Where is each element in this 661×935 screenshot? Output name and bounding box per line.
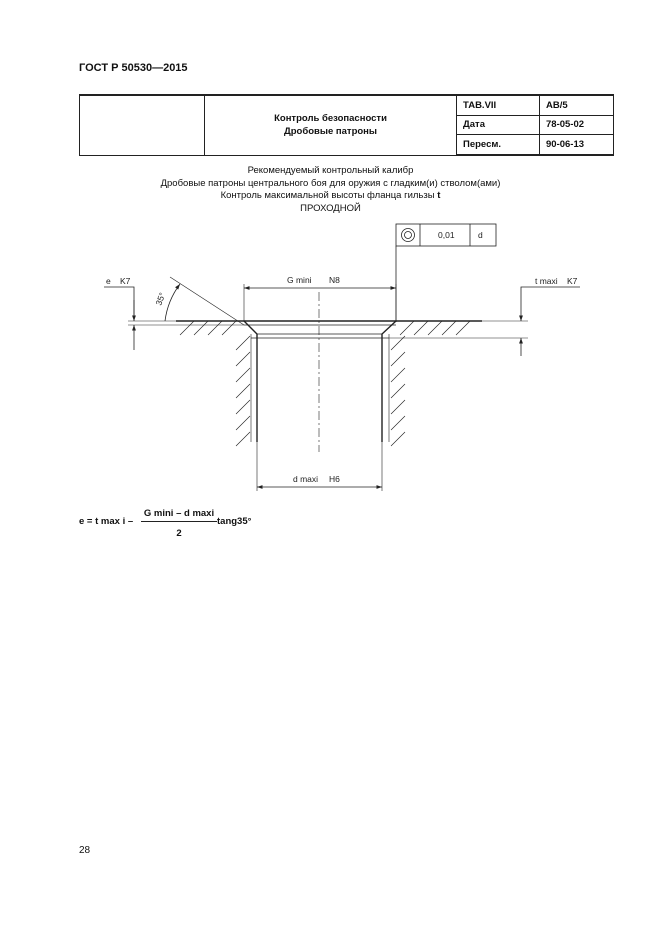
header-title-line2: Дробовые патроны: [283, 126, 378, 138]
formula-denominator: 2: [176, 528, 182, 539]
caption-line4: ПРОХОДНОЙ: [300, 202, 361, 214]
label-t-tol: K7: [567, 276, 578, 286]
page-number: 28: [79, 845, 91, 856]
tolerance-datum: d: [478, 230, 483, 240]
caption-symbol-t: t: [437, 190, 441, 201]
t-dimension: [389, 286, 580, 356]
header-table: Контроль безопасности Дробовые патроны Т…: [79, 93, 614, 157]
e-dimension: [104, 286, 244, 350]
tolerance-value: 0,01: [438, 230, 455, 240]
concentricity-icon: [401, 228, 415, 242]
caption-line1: Рекомендуемый контрольный калибр: [247, 165, 414, 176]
header-title-line1: Контроль безопасности: [274, 113, 387, 125]
g-mini-dimension: [243, 284, 397, 321]
formula-right: tang35°: [217, 516, 252, 527]
header-value-revised: 90-06-13: [539, 134, 614, 157]
caption-line3: Контроль максимальной высоты фланца гиль…: [220, 190, 441, 201]
label-d-tol: H6: [329, 474, 340, 484]
drawing-caption: Рекомендуемый контрольный калибр Дробовы…: [0, 165, 661, 215]
label-d-maxi: d maxi: [293, 474, 318, 484]
label-g-mini: G mini: [287, 275, 312, 285]
formula-left: e = t max i –: [79, 516, 134, 527]
caption-line2: Дробовые патроны центрального боя для ор…: [160, 177, 501, 189]
label-e: e: [106, 276, 111, 286]
header-title-cell: Контроль безопасности Дробовые патроны: [204, 94, 457, 156]
formula-fraction: G mini – d maxi 2: [141, 508, 217, 539]
header-blank-cell: [79, 94, 205, 156]
label-t-maxi: t maxi: [535, 276, 558, 286]
label-angle: 35°: [153, 291, 167, 307]
label-e-tol: K7: [120, 276, 131, 286]
d-maxi-dimension: [256, 442, 383, 491]
angle-35: [164, 276, 245, 326]
formula-numerator: G mini – d maxi: [141, 508, 217, 522]
header-value-date: 78-05-02: [539, 114, 614, 136]
standard-number: ГОСТ Р 50530—2015: [79, 62, 188, 74]
label-g-tol: N8: [329, 275, 340, 285]
gauge-profile: [243, 320, 397, 442]
hatching: [179, 320, 471, 447]
